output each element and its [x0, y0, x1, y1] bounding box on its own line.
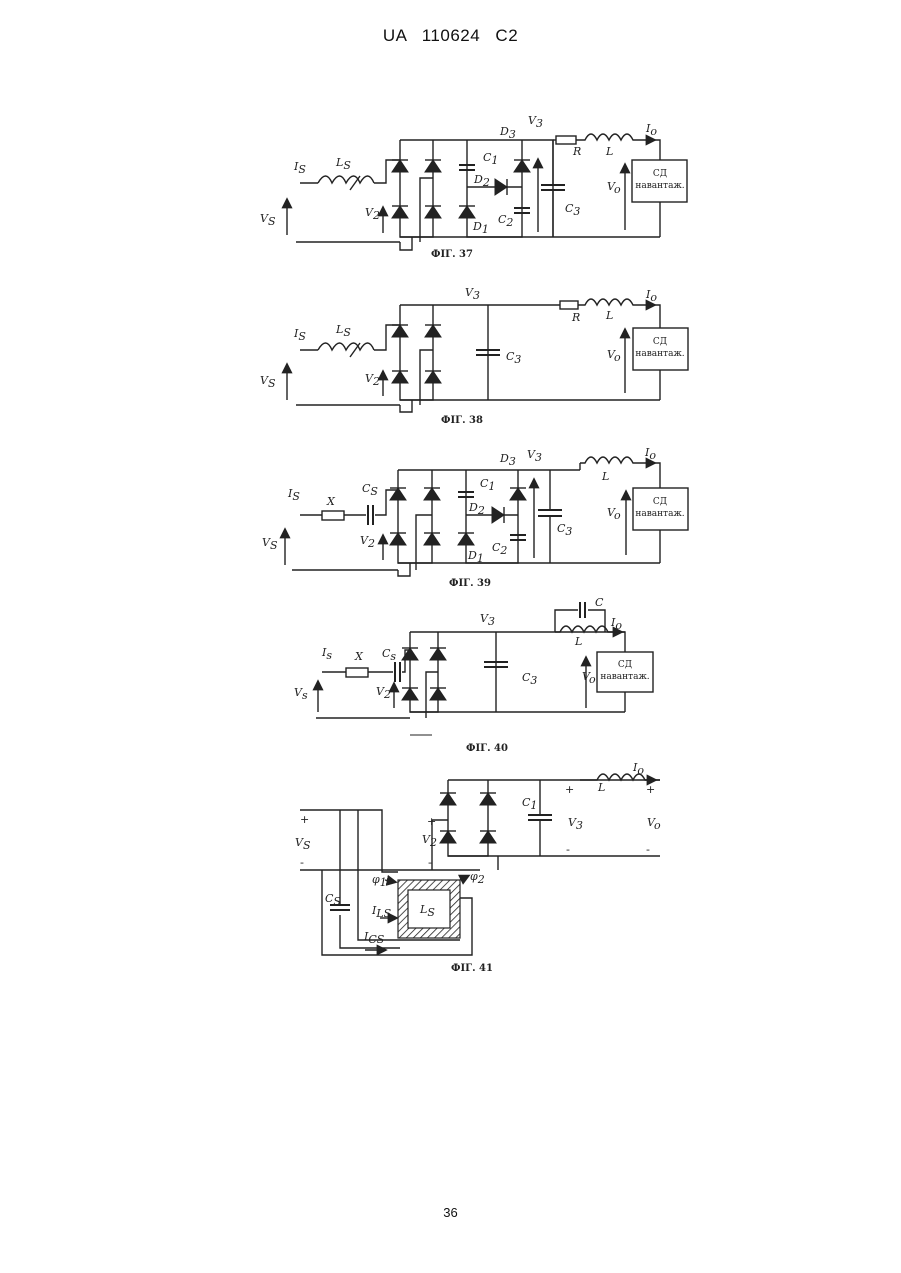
svg-text:Vs: Vs — [294, 686, 308, 702]
svg-text:C1: C1 — [483, 151, 498, 167]
svg-text:+: + — [300, 813, 309, 826]
svg-text:IS: IS — [293, 327, 306, 343]
svg-text:-: - — [566, 843, 570, 856]
svg-text:LS: LS — [335, 323, 351, 339]
figure-41-circuit: + - VS + - V2 C1 + - V3 + - Vo L Io CS L… — [0, 760, 901, 980]
resistor-r — [556, 136, 576, 144]
svg-text:C: C — [595, 596, 604, 609]
svg-text:Vo: Vo — [607, 180, 621, 196]
svg-text:L: L — [574, 635, 582, 648]
svg-text:VS: VS — [260, 212, 276, 228]
svg-text:D3: D3 — [499, 125, 516, 141]
svg-text:C2: C2 — [492, 541, 507, 557]
diode-d3 — [514, 160, 530, 172]
svg-text:C3: C3 — [565, 202, 580, 218]
svg-text:C1: C1 — [522, 796, 537, 812]
svg-text:X: X — [354, 650, 364, 663]
diode — [392, 160, 408, 172]
svg-text:Io: Io — [645, 122, 657, 138]
svg-text:СД: СД — [618, 660, 632, 670]
svg-text:CS: CS — [325, 892, 341, 908]
svg-text:навантаж.: навантаж. — [635, 509, 684, 519]
svg-text:+: + — [565, 783, 574, 796]
svg-text:Vo: Vo — [607, 506, 621, 522]
diode — [425, 206, 441, 218]
svg-text:V3: V3 — [528, 114, 543, 130]
svg-text:IS: IS — [287, 487, 300, 503]
figure-caption: ФІГ. 39 — [449, 578, 491, 589]
svg-text:V2: V2 — [422, 833, 437, 849]
diode — [392, 206, 408, 218]
figure-38-circuit: IS LS VS V2 V3 C3 R L Io Vo СД навантаж.… — [0, 285, 901, 430]
svg-text:Vo: Vo — [607, 348, 621, 364]
svg-text:VS: VS — [295, 836, 311, 852]
svg-text:IS: IS — [293, 160, 306, 176]
diode-d2 — [495, 179, 507, 195]
diode-d1 — [459, 206, 475, 218]
svg-text:C3: C3 — [522, 671, 537, 687]
load-label: СД — [653, 169, 667, 179]
figure-caption: ФІГ. 40 — [466, 743, 508, 754]
svg-text:Cs: Cs — [382, 647, 396, 663]
figure-37-circuit: IS LS VS V2 D3 V3 C1 D2 C2 D1 C3 R L Io … — [0, 110, 901, 260]
svg-text:R: R — [571, 311, 580, 324]
svg-text:Vo: Vo — [582, 670, 596, 686]
svg-text:V2: V2 — [360, 534, 375, 550]
svg-text:C1: C1 — [480, 477, 495, 493]
svg-text:ILS: ILS — [371, 904, 392, 920]
svg-text:V2: V2 — [365, 206, 380, 222]
svg-text:Vo: Vo — [647, 816, 661, 832]
svg-text:L: L — [605, 309, 613, 322]
patent-header: UA 110624 C2 — [0, 26, 901, 46]
svg-text:ICS: ICS — [363, 930, 385, 946]
svg-text:φ1: φ1 — [372, 873, 387, 889]
svg-text:СД: СД — [653, 497, 667, 507]
svg-text:X: X — [326, 495, 336, 508]
svg-text:VS: VS — [260, 374, 276, 390]
svg-text:Is: Is — [321, 646, 332, 662]
figure-39-circuit: IS X CS VS V2 D3 V3 C1 D2 C2 D1 C3 L Io … — [0, 445, 901, 590]
svg-text:навантаж.: навантаж. — [635, 349, 684, 359]
svg-text:VS: VS — [262, 536, 278, 552]
svg-text:навантаж.: навантаж. — [600, 672, 649, 682]
svg-text:V3: V3 — [527, 448, 542, 464]
diode — [425, 160, 441, 172]
svg-text:V2: V2 — [376, 685, 391, 701]
inductor-ls — [318, 176, 374, 183]
svg-text:C3: C3 — [506, 350, 521, 366]
svg-text:L: L — [605, 145, 613, 158]
svg-text:D1: D1 — [472, 220, 489, 236]
svg-text:-: - — [646, 843, 650, 856]
svg-text:+: + — [427, 815, 436, 828]
svg-text:Io: Io — [632, 761, 644, 777]
svg-text:C2: C2 — [498, 213, 513, 229]
page-number: 36 — [0, 1205, 901, 1220]
svg-text:-: - — [428, 856, 432, 869]
svg-text:V3: V3 — [480, 612, 495, 628]
svg-text:Io: Io — [610, 616, 622, 632]
svg-text:L: L — [601, 470, 609, 483]
figure-caption: ФІГ. 41 — [451, 963, 493, 974]
svg-text:LS: LS — [335, 156, 351, 172]
figure-caption: ФІГ. 37 — [431, 249, 473, 260]
figure-40-circuit: Is X Cs Vs V2 V3 C3 C L Io Vo СД наванта… — [0, 598, 901, 758]
svg-text:φ2: φ2 — [470, 870, 485, 886]
svg-text:V3: V3 — [465, 286, 480, 302]
svg-text:D3: D3 — [499, 452, 516, 468]
svg-text:R: R — [572, 145, 581, 158]
svg-text:L: L — [597, 781, 605, 794]
svg-text:V3: V3 — [568, 816, 583, 832]
svg-text:Io: Io — [644, 446, 656, 462]
svg-text:СД: СД — [653, 337, 667, 347]
svg-text:V2: V2 — [365, 372, 380, 388]
svg-text:CS: CS — [362, 482, 378, 498]
svg-text:+: + — [646, 783, 655, 796]
svg-text:C3: C3 — [557, 522, 572, 538]
load-label: навантаж. — [635, 181, 684, 191]
svg-text:Io: Io — [645, 288, 657, 304]
svg-text:-: - — [300, 856, 304, 869]
figure-caption: ФІГ. 38 — [441, 415, 483, 426]
